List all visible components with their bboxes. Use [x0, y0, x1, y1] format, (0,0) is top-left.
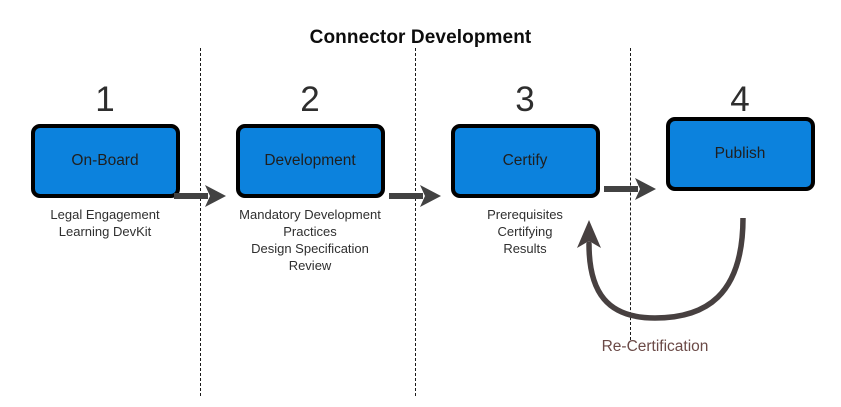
stage-box-wrap-4: Publish: [635, 117, 841, 191]
caption-line: Legal Engagement: [50, 207, 160, 222]
stage-box-wrap-1: On-Board: [0, 124, 210, 198]
stage-box-certify[interactable]: Certify: [450, 124, 600, 198]
stage-box-label-publish: Publish: [714, 145, 766, 162]
stage-publish: 4 Publish: [635, 80, 841, 191]
caption-line: Review: [288, 258, 332, 273]
stage-box-development[interactable]: Development: [235, 124, 385, 198]
stage-box-wrap-2: Development: [205, 124, 415, 198]
page-title: Connector Development: [309, 27, 532, 48]
caption-line: Prerequisites: [487, 207, 563, 222]
arrow-right-icon-3-to-4: [604, 178, 656, 200]
caption-line: Design Specification: [251, 241, 369, 256]
stage-box-wrap-3: Certify: [420, 124, 630, 198]
caption-line: Practices: [283, 224, 337, 239]
recert-loop-arrow-icon: [577, 218, 746, 321]
stage-box-label-development: Development: [264, 152, 356, 169]
stage-caption-development: Mandatory Development Practices Design S…: [205, 206, 415, 274]
stage-certify: 3 Certify Prerequisites Certifying Resul…: [420, 80, 630, 257]
stage-box-label-on-board: On-Board: [71, 152, 139, 169]
stage-caption-certify: Prerequisites Certifying Results: [420, 206, 630, 257]
phase-divider-1: [200, 48, 201, 396]
stage-box-on-board[interactable]: On-Board: [30, 124, 180, 198]
arrow-right-icon-1-to-2: [174, 185, 226, 207]
stage-number-4: 4: [730, 80, 750, 119]
stage-development: 2 Development Mandatory Development Prac…: [205, 80, 415, 274]
phase-divider-3: [630, 48, 631, 340]
stage-box-label-certify: Certify: [502, 152, 548, 169]
caption-line: Results: [503, 241, 547, 256]
caption-line: Mandatory Development: [239, 207, 381, 222]
stage-number-3: 3: [515, 80, 535, 119]
arrow-right-icon-2-to-3: [389, 185, 441, 207]
caption-line: Learning DevKit: [58, 224, 152, 239]
phase-divider-2: [415, 48, 416, 396]
caption-line: Certifying: [497, 224, 553, 239]
stage-caption-on-board: Legal Engagement Learning DevKit: [0, 206, 210, 240]
stage-number-2: 2: [300, 80, 320, 119]
stage-number-1: 1: [95, 80, 115, 119]
stage-box-publish[interactable]: Publish: [665, 117, 815, 191]
recert-label: Re-Certification: [601, 338, 709, 355]
stage-on-board: 1 On-Board Legal Engagement Learning Dev…: [0, 80, 210, 240]
